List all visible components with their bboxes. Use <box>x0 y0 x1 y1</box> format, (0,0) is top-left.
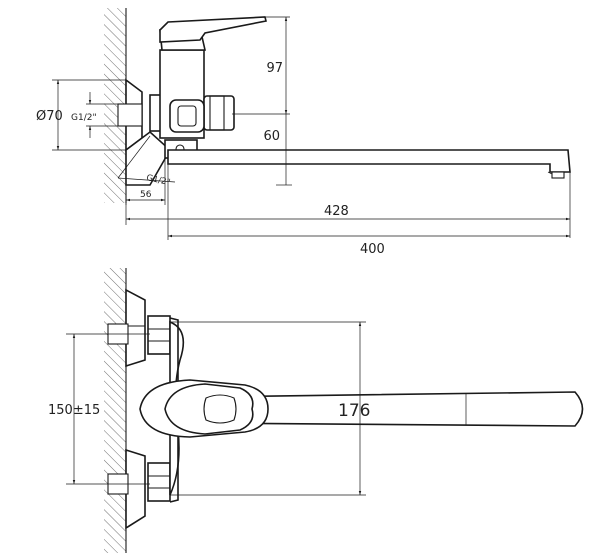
upper-nut <box>147 315 171 355</box>
thread-pipe <box>117 103 143 127</box>
dim-reach-label: 176 <box>338 401 370 421</box>
thread-leader-shelf <box>117 177 176 183</box>
lower-nut <box>147 462 171 502</box>
diverter-knob <box>203 95 235 131</box>
top-view: 150±15 176 <box>48 268 584 553</box>
lower-flange <box>125 448 146 530</box>
lever-handle-side <box>159 16 267 43</box>
side-view: 97 60 Ø70 G1/2" G1/2" 56 428 400 <box>36 8 571 257</box>
dim-height-label: 97 <box>266 61 283 76</box>
dim-length-outer-label: 428 <box>324 204 349 219</box>
dim-wall-offset-label: 56 <box>140 190 152 200</box>
wall-hatch-top <box>104 8 126 203</box>
coupling-inner <box>177 105 197 127</box>
dim-centers-label: 150±15 <box>48 403 100 418</box>
spout-top <box>199 391 584 427</box>
aerator <box>551 171 565 179</box>
thread-leader <box>117 135 151 179</box>
spout-side <box>167 149 571 173</box>
diverter-knob-inner <box>209 95 225 131</box>
dim-thread-top-label: G1/2" <box>71 113 97 123</box>
dim-diameter-label: Ø70 <box>36 109 63 124</box>
eccentric-lower <box>125 130 172 186</box>
lever-grip <box>203 394 237 424</box>
dim-length-spout-label: 400 <box>360 242 385 257</box>
wall-hatch-bottom <box>104 268 126 553</box>
dim-spout-height-label: 60 <box>263 129 280 144</box>
upper-flange <box>125 288 146 368</box>
